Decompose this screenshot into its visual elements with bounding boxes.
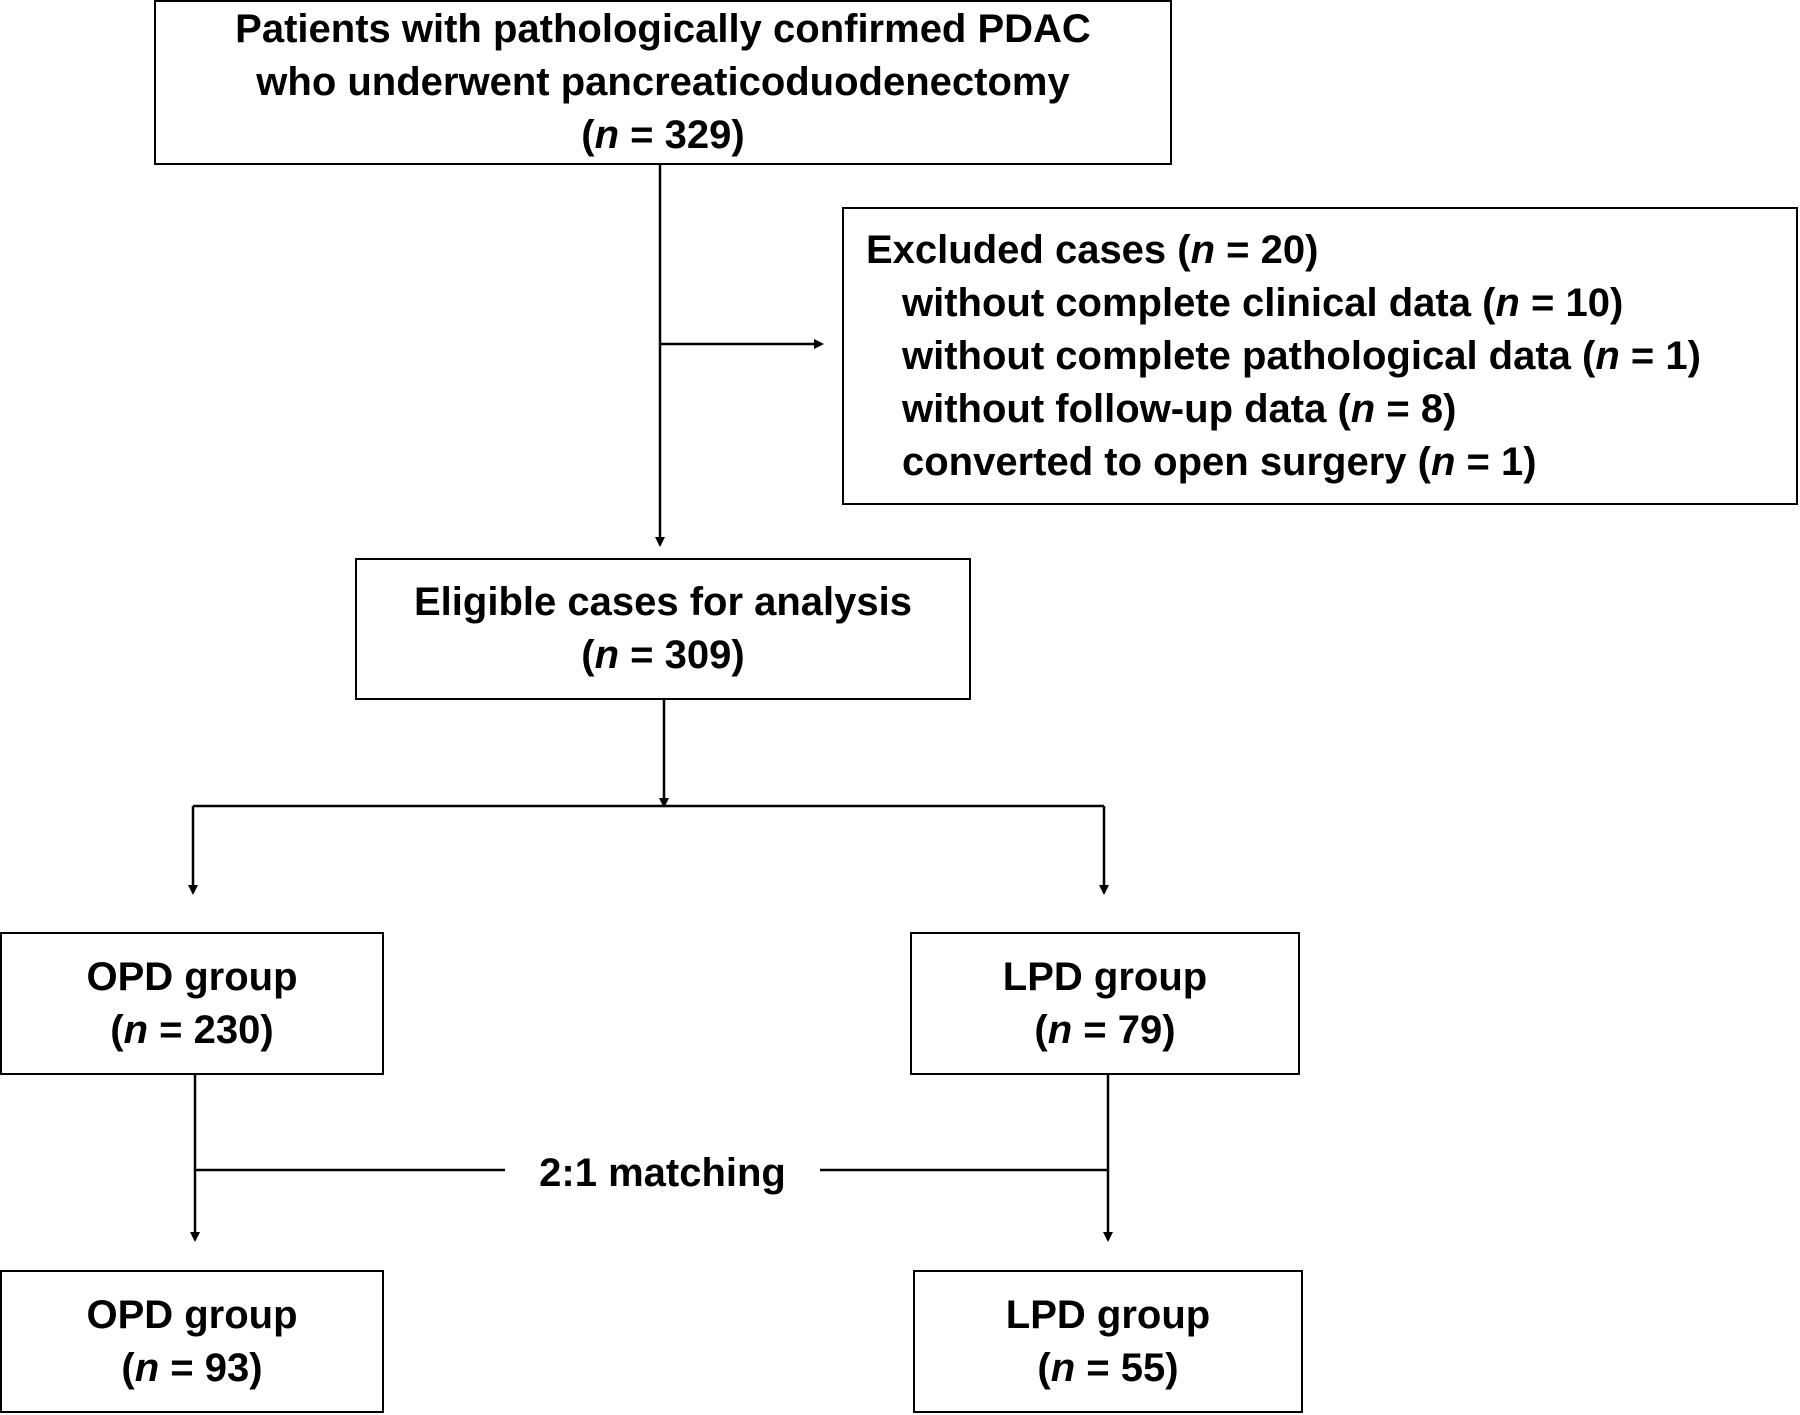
excluded-reason: without follow-up data (n = 8) — [902, 386, 1457, 431]
lpd-matched-title: LPD group — [1005, 1292, 1211, 1337]
matching-label: 2:1 matching — [505, 1148, 820, 1198]
excluded-box: Excluded cases (n = 20) without complete… — [842, 207, 1798, 505]
excluded-reason: converted to open surgery (n = 1) — [902, 439, 1537, 484]
top-box-count: (n = 329) — [581, 113, 745, 157]
excluded-reason: without complete pathological data (n = … — [902, 333, 1701, 378]
opd-group-title: OPD group — [86, 954, 298, 999]
lpd-group-box: LPD group (n = 79) — [910, 932, 1300, 1075]
lpd-group-count: (n = 79) — [1034, 1007, 1176, 1052]
top-box-line2: who underwent pancreaticoduodenectomy — [256, 60, 1070, 104]
eligible-count: (n = 309) — [581, 633, 745, 677]
eligible-title: Eligible cases for analysis — [413, 580, 913, 624]
excluded-reason: without complete clinical data (n = 10) — [902, 280, 1624, 325]
lpd-matched-count: (n = 55) — [1037, 1345, 1179, 1390]
excluded-title: Excluded cases (n = 20) — [866, 227, 1319, 272]
opd-matched-title: OPD group — [86, 1292, 298, 1337]
lpd-group-title: LPD group — [1002, 954, 1208, 999]
opd-matched-box: OPD group (n = 93) — [0, 1270, 384, 1413]
opd-group-box: OPD group (n = 230) — [0, 932, 384, 1075]
lpd-matched-box: LPD group (n = 55) — [913, 1270, 1303, 1413]
top-box: Patients with pathologically confirmed P… — [154, 0, 1172, 165]
eligible-box: Eligible cases for analysis (n = 309) — [355, 558, 971, 700]
top-box-line1: Patients with pathologically confirmed P… — [235, 7, 1091, 51]
opd-matched-count: (n = 93) — [121, 1345, 263, 1390]
opd-group-count: (n = 230) — [110, 1007, 274, 1052]
